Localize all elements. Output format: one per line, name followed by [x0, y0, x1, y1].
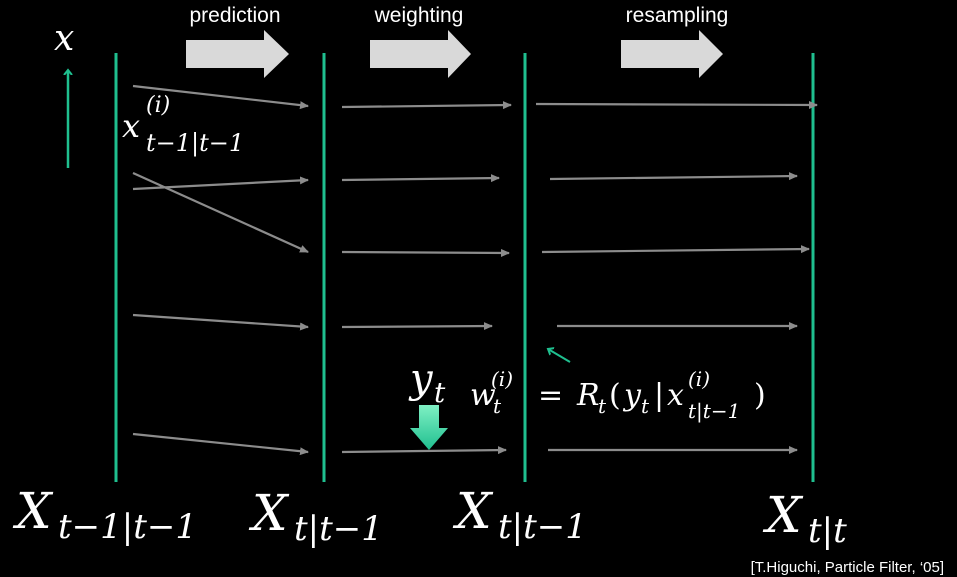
- x-axis-label: x: [54, 18, 74, 59]
- distribution-label-2-sub: t|t−1: [498, 507, 587, 547]
- distribution-label-1-sub: t|t−1: [294, 509, 383, 549]
- particle-label-base: x: [122, 107, 140, 145]
- prediction-arrow-5: [132, 432, 309, 456]
- formula-x: x: [667, 378, 684, 413]
- weighting-particle-arrows: [341, 101, 512, 455]
- resampling-arrow-1: [535, 100, 818, 109]
- formula-w-sup: (i): [491, 367, 513, 391]
- resampling-arrow-3: [541, 245, 810, 254]
- formula-open-paren: (: [609, 378, 621, 413]
- distribution-label-0-base: X: [12, 482, 54, 540]
- step-label-weighting: weighting: [374, 4, 464, 27]
- distribution-label-1-base: X: [248, 484, 290, 542]
- particle-label: x (i) t−1|t−1: [122, 93, 244, 158]
- distribution-label-3-sub: t|t: [808, 511, 847, 551]
- step-label-prediction: prediction: [189, 4, 280, 27]
- citation-text: [T.Higuchi, Particle Filter, ‘05]: [751, 559, 944, 576]
- formula-y: y: [622, 378, 642, 413]
- step-arrow-resampling: [621, 30, 723, 78]
- observation-down-arrow: [410, 405, 448, 450]
- step-arrow-weighting: [370, 30, 471, 78]
- distribution-label-2-base: X: [452, 482, 494, 540]
- prediction-arrow-4: [132, 313, 309, 331]
- formula-w: w: [470, 378, 496, 413]
- prediction-arrow-3: [132, 171, 309, 254]
- formula-equals: =: [538, 378, 563, 413]
- resampling-particle-arrows: [535, 100, 818, 454]
- step-label-resampling: resampling: [626, 4, 729, 27]
- formula-x-sub: t|t−1: [688, 399, 740, 424]
- step-arrow-prediction: [186, 30, 289, 78]
- distribution-label-0: X t−1|t−1: [12, 482, 197, 547]
- formula-x-sup: (i): [688, 367, 710, 391]
- weight-pointer-arrow: [548, 349, 571, 363]
- distribution-label-3-base: X: [762, 486, 804, 544]
- formula-y-sub: t: [641, 394, 650, 418]
- weighting-arrow-3: [341, 248, 510, 257]
- formula-R: R: [576, 378, 600, 413]
- observation-label-base: y: [408, 356, 434, 402]
- weighting-arrow-5: [341, 446, 507, 455]
- distribution-label-1: X t|t−1: [248, 484, 383, 549]
- distribution-label-0-sub: t−1|t−1: [58, 507, 197, 547]
- formula-R-sub: t: [598, 394, 607, 418]
- formula-w-sub: t: [493, 394, 502, 418]
- formula-close-paren: ): [754, 378, 766, 413]
- weighting-arrow-4: [341, 322, 493, 331]
- formula-bar: |: [654, 378, 664, 413]
- resampling-arrow-2: [549, 172, 798, 181]
- weighting-arrow-1: [341, 101, 512, 110]
- observation-label: y t: [408, 356, 446, 409]
- weight-formula: w (i) t = R t ( y t | x (i) t|t−1 ): [470, 367, 766, 424]
- distribution-label-2: X t|t−1: [452, 482, 587, 547]
- particle-label-sup: (i): [146, 93, 170, 118]
- prediction-arrow-2: [132, 176, 309, 191]
- observation-label-sub: t: [434, 376, 446, 409]
- prediction-arrow-1: [132, 84, 309, 110]
- particle-label-sub: t−1|t−1: [146, 129, 244, 158]
- prediction-particle-arrows: [132, 84, 309, 456]
- distribution-label-3: X t|t: [762, 486, 847, 551]
- weighting-arrow-2: [341, 174, 500, 183]
